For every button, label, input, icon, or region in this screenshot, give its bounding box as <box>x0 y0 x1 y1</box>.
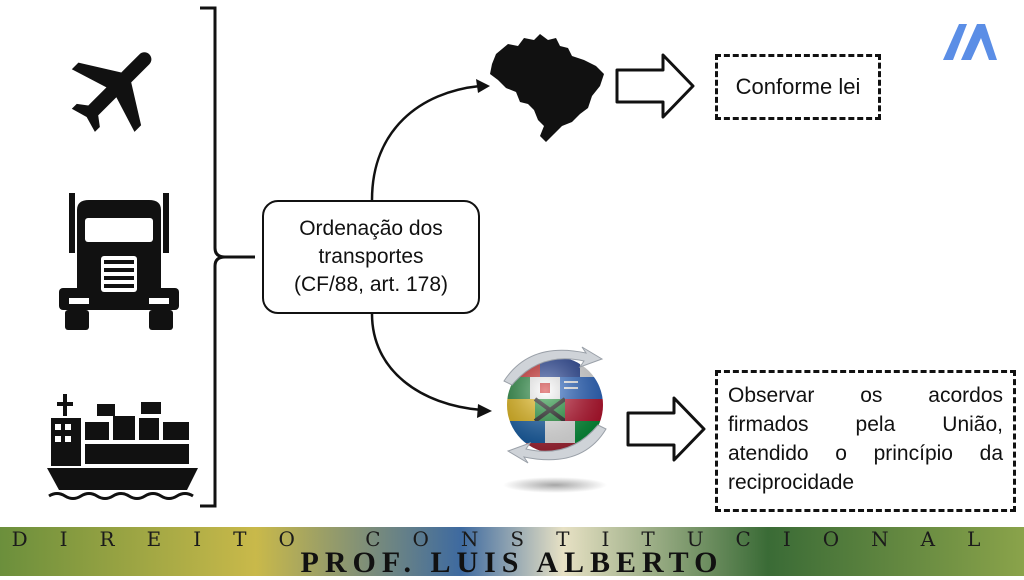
logo-icon <box>941 20 999 62</box>
center-topic-box: Ordenação dos transportes (CF/88, art. 1… <box>262 200 480 314</box>
top-result-text: Conforme lei <box>735 74 861 99</box>
ship-icon <box>45 392 200 502</box>
bottom-result-line-3: atendido o princípio da <box>728 442 1003 465</box>
bottom-result-box: Observar os acordos firmados pela União,… <box>715 370 1016 512</box>
footer-banner <box>0 527 1024 576</box>
brazil-map-icon <box>488 30 606 146</box>
truck-icon <box>55 188 183 333</box>
bottom-result-line-4: reciprocidade <box>728 471 855 494</box>
bottom-result-line-1: Observar os acordos <box>728 384 1003 407</box>
footer-professor: PROF. LUIS ALBERTO <box>300 546 724 579</box>
block-arrow-top <box>615 53 695 119</box>
center-line-3: (CF/88, art. 178) <box>293 273 449 296</box>
arrow-to-globe <box>370 313 483 412</box>
footer-subject: DIREITO CONSTITUCIONAL <box>11 527 1013 551</box>
grouping-bracket <box>200 6 255 508</box>
center-line-1: Ordenação dos <box>299 217 443 240</box>
top-result-box: Conforme lei <box>715 54 881 120</box>
bottom-result-line-2: firmados pela União, <box>728 413 1003 436</box>
globe-flags-icon <box>490 345 620 500</box>
block-arrow-bottom <box>626 396 706 462</box>
airplane-icon <box>62 33 174 145</box>
arrow-to-brazil <box>370 84 481 201</box>
center-line-2: transportes <box>318 245 424 268</box>
